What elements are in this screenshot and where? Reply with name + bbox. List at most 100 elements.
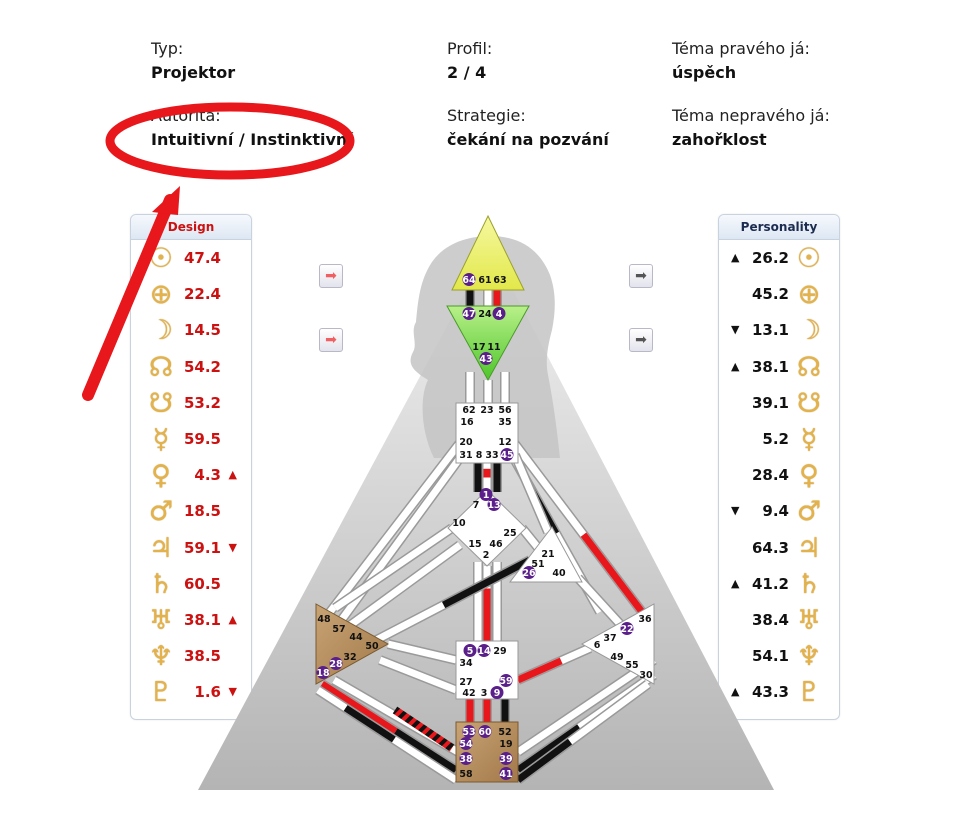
gate-number: 47: [462, 309, 475, 320]
planet-symbol-icon: ☋: [797, 387, 821, 419]
gate-number: 40: [552, 568, 566, 579]
channel: [387, 640, 457, 664]
design-next-button-2[interactable]: ➡: [319, 328, 343, 352]
annotation: [82, 102, 355, 401]
gate-number: 9: [494, 688, 501, 699]
planet-symbol-icon: ♄: [148, 568, 174, 600]
gate-active-marker: [499, 752, 513, 765]
gate-active-marker: [459, 752, 473, 765]
design-row: ♆38.5: [131, 641, 251, 677]
gate-number: 6: [594, 640, 601, 651]
planet-symbol-icon: ⊕: [797, 279, 821, 311]
channel: [575, 575, 623, 627]
gate-active-marker: [463, 644, 477, 657]
planet-value: 26.2: [751, 249, 789, 267]
gate-active-marker: [487, 498, 501, 511]
planet-value: 14.5: [183, 321, 221, 340]
design-row: ☽14.5: [131, 315, 251, 351]
gate-number: 37: [603, 633, 616, 644]
planet-value: 5.2: [762, 430, 789, 448]
gate-number: 14: [477, 646, 491, 657]
personality-panel-title: Personality: [719, 215, 839, 240]
personality-row: ♃64.3: [719, 533, 839, 569]
planet-symbol-icon: ☊: [149, 351, 173, 383]
planet-symbol-icon: ♅: [148, 605, 174, 636]
gate-number: 29: [493, 646, 506, 657]
gate-number: 49: [610, 652, 623, 663]
planet-symbol-icon: ♃: [796, 532, 822, 564]
typ-field: Typ: Projektor: [151, 37, 235, 85]
profil-value: 2 / 4: [447, 63, 487, 82]
personality-row: ☉ 26.2 ▲: [719, 243, 839, 279]
personality-row: ♂9.4▼: [719, 496, 839, 532]
gate-active-marker: [479, 488, 493, 501]
gate-number: 10: [452, 518, 466, 529]
gate-number: 63: [493, 275, 506, 286]
gate-number: 62: [462, 405, 475, 416]
design-row: ♂18.5: [131, 496, 251, 532]
gate-active-marker: [462, 307, 476, 320]
typ-value: Projektor: [151, 63, 236, 82]
gate-active-marker: [316, 666, 330, 679]
personality-next-button[interactable]: ➡: [629, 264, 653, 288]
gate-active-marker: [490, 686, 504, 699]
gate-number: 64: [462, 275, 476, 286]
planet-value: 38.4: [751, 611, 789, 629]
gate-number: 31: [459, 450, 472, 461]
planet-symbol-icon: ☋: [149, 387, 173, 419]
gate-number: 51: [531, 559, 544, 570]
planet-symbol-icon: ☉: [796, 243, 822, 274]
planet-value: 1.6: [194, 683, 221, 702]
personality-panel: Personality ☉26.2▲⊕45.2☽13.1▼☊38.1▲☋39.1…: [718, 214, 840, 720]
gate-number: 7: [473, 500, 480, 511]
design-row: ⊕22.4: [131, 279, 251, 315]
gate-number: 32: [343, 652, 356, 663]
tema-prave-label: Téma pravého já:: [672, 39, 810, 58]
gate-number: 34: [459, 658, 473, 669]
direction-arrow-icon: ▲: [731, 251, 740, 264]
gate-number: 54: [459, 739, 473, 750]
design-row: ♃59.1▼: [131, 533, 251, 569]
gate-number: 13: [487, 500, 500, 511]
design-next-button[interactable]: ➡: [319, 264, 343, 288]
channel: [333, 525, 454, 611]
planet-value: 53.2: [183, 393, 221, 412]
gate-number: 44: [349, 632, 363, 643]
gate-number: 35: [498, 417, 511, 428]
planet-symbol-icon: ♅: [796, 605, 822, 636]
direction-arrow-icon: ▼: [228, 540, 237, 554]
tema-neprave-value: zahořklost: [672, 130, 767, 149]
personality-row: ♇43.3▲: [719, 677, 839, 713]
direction-arrow-icon: ▲: [731, 685, 740, 699]
tema-neprave-label: Téma nepravého já:: [672, 106, 830, 125]
gate-number: 16: [460, 417, 474, 428]
planet-value: 9.4: [762, 502, 789, 521]
strategie-field: Strategie: čekání na pozvání: [447, 104, 609, 152]
tema-neprave-field: Téma nepravého já: zahořklost: [672, 104, 830, 152]
channel-active: [516, 657, 563, 684]
design-row: ☿59.5: [131, 424, 251, 460]
gate-number: 3: [481, 688, 488, 699]
planet-value: 54.2: [183, 357, 221, 376]
profil-field: Profil: 2 / 4: [447, 37, 492, 85]
planet-symbol-icon: ☊: [797, 351, 821, 383]
gate-number: 60: [478, 727, 492, 738]
personality-next-button-2[interactable]: ➡: [629, 328, 653, 352]
arrow-right-icon: ➡: [325, 268, 337, 284]
gate-number: 45: [500, 450, 513, 461]
gate-number: 43: [479, 354, 492, 365]
gate-number: 25: [503, 528, 516, 539]
planet-symbol-icon: ♇: [796, 677, 822, 709]
channel: [511, 453, 552, 534]
planet-value: 18.5: [183, 502, 221, 521]
planet-symbol-icon: ☿: [152, 424, 170, 455]
gate-number: 11: [487, 342, 500, 353]
design-row: ♄60.5: [131, 569, 251, 605]
channel-active: [515, 724, 582, 773]
gate-number: 39: [499, 754, 512, 765]
gate-active-marker: [499, 767, 513, 780]
gate-active-marker: [459, 737, 473, 750]
channel: [516, 657, 656, 755]
channel-active: [343, 705, 396, 743]
